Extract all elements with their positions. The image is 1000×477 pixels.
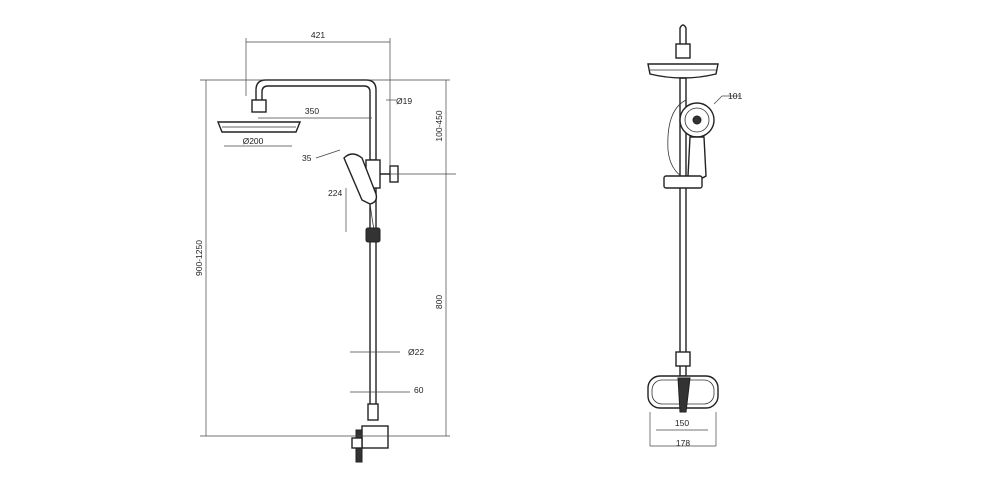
front-hand-shower-handle [687,136,707,180]
dim-riser-diameter: Ø22 [408,347,424,357]
dim-hand-shower-angle: 35 [302,153,312,163]
front-arm [679,24,687,56]
overhead-arm [255,79,377,160]
dim-mixer-width: 150 [675,418,689,428]
dim-rail-height: 800 [434,295,444,309]
front-shower-head [647,63,719,79]
front-dimensions [649,95,740,447]
front-slider [663,175,703,189]
thermostatic-mixer [361,425,389,449]
shower-head-connector [251,99,267,113]
front-view: 101 150 178 [647,24,742,448]
dim-arm-length: 421 [311,30,325,40]
front-mixer-lever [677,377,691,413]
side-dimensions [200,38,456,437]
dim-total-height-range: 900-1250 [194,240,204,276]
side-view: 421 350 Ø19 Ø200 35 224 100-450 900-1250… [194,30,456,463]
dim-wall-offset: 60 [414,385,424,395]
front-diverter [675,351,691,367]
dim-arm-projection: 350 [305,106,319,116]
hand-shower [343,153,378,205]
dim-mixer-overall-width: 178 [676,438,690,448]
hand-shower-holder [365,227,381,243]
dim-hand-shower-diameter: 101 [728,91,742,101]
dim-hand-shower-length: 224 [328,188,342,198]
dim-arm-tube-diameter: Ø19 [396,96,412,106]
dim-top-adjust-range: 100-450 [434,110,444,141]
dim-head-diameter: Ø200 [243,136,264,146]
wall-bracket [367,403,379,421]
